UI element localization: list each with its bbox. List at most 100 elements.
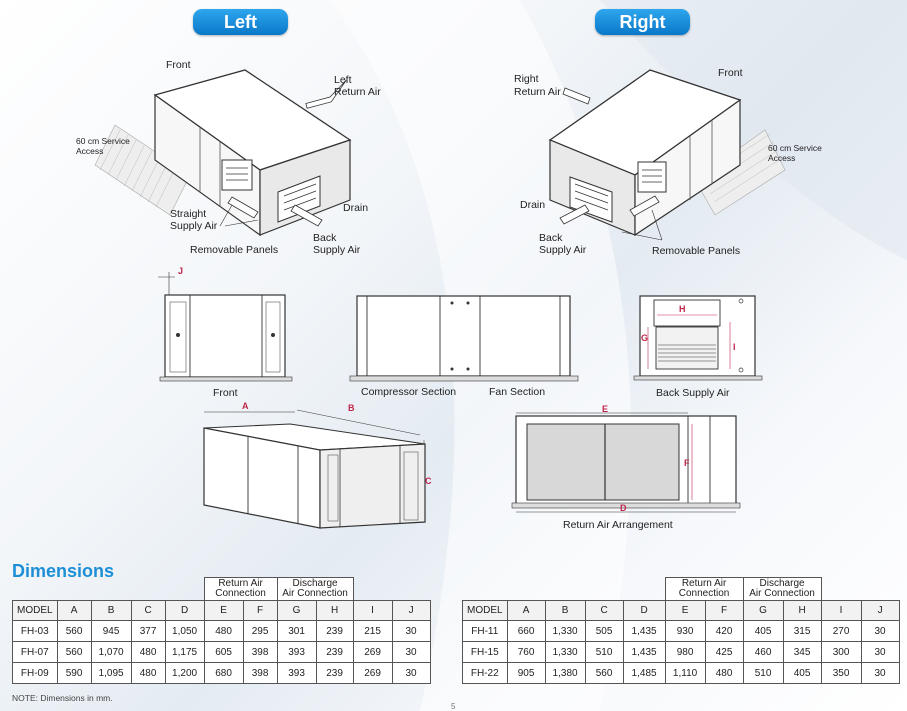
table-cell: 30 <box>391 641 431 663</box>
table-cell: 760 <box>506 641 546 663</box>
table-cell: F <box>704 600 744 621</box>
table-cell: 398 <box>242 641 278 663</box>
table-cell: 945 <box>90 620 132 642</box>
table-cell: 345 <box>782 641 822 663</box>
orthographic-views <box>158 272 763 382</box>
table-cell: E <box>664 600 706 621</box>
table-cell: I <box>820 600 862 621</box>
table-cell: H <box>315 600 354 621</box>
dimensions-note: NOTE: Dimensions in mm. <box>12 693 113 703</box>
dim-label-d: D <box>620 503 627 513</box>
table-cell: 350 <box>820 662 862 684</box>
table-cell: 1,435 <box>622 620 666 642</box>
table-cell: H <box>782 600 822 621</box>
table-cell: 30 <box>391 620 431 642</box>
dimensions-title: Dimensions <box>12 561 115 581</box>
table-cell: 460 <box>742 641 784 663</box>
table-cell: 1,175 <box>164 641 205 663</box>
table-cell: FH-09 <box>12 662 58 684</box>
table-cell: 425 <box>704 641 744 663</box>
table-cell: C <box>584 600 624 621</box>
table-cell: 660 <box>506 620 546 642</box>
table-cell: G <box>742 600 784 621</box>
table-cell: 393 <box>276 662 317 684</box>
table-cell: 505 <box>584 620 624 642</box>
table-cell: FH-15 <box>462 641 508 663</box>
table-cell: 405 <box>782 662 822 684</box>
dim-label-i: I <box>733 342 736 352</box>
left-back-supply-line2: Supply Air <box>313 244 361 256</box>
left-drain-label: Drain <box>343 202 369 214</box>
table-cell: F <box>242 600 278 621</box>
left-front-label: Front <box>166 59 191 71</box>
table-cell: 30 <box>860 641 900 663</box>
table-cell: B <box>544 600 586 621</box>
table-cell: 300 <box>820 641 862 663</box>
table-cell: 480 <box>203 620 244 642</box>
right-service-line1: 60 cm Service <box>768 143 822 153</box>
dim-label-h-top: H <box>679 304 686 314</box>
table-cell: C <box>130 600 166 621</box>
table-cell: FH-22 <box>462 662 508 684</box>
table-cell: FH-07 <box>12 641 58 663</box>
right-removable-panels-label: Removable Panels <box>652 245 741 257</box>
left-return-air-line2: Return Air <box>334 86 381 98</box>
table-cell: 680 <box>203 662 244 684</box>
dim-label-a: A <box>242 401 249 411</box>
table-cell: 930 <box>664 620 706 642</box>
table-cell: 269 <box>352 641 393 663</box>
table-cell: 480 <box>704 662 744 684</box>
table-cell: J <box>391 600 431 621</box>
table-cell: 405 <box>742 620 784 642</box>
fan-section-label: Fan Section <box>489 386 546 398</box>
table-cell: 1,200 <box>164 662 205 684</box>
table-cell: FH-11 <box>462 620 508 642</box>
table-cell: 510 <box>742 662 784 684</box>
table-cell: 295 <box>242 620 278 642</box>
table-cell: 30 <box>860 662 900 684</box>
left-back-supply-line1: Back <box>313 232 337 244</box>
table-cell: 480 <box>130 641 166 663</box>
table-cell: 393 <box>276 641 317 663</box>
table-cell: FH-03 <box>12 620 58 642</box>
left-straight-supply-line2: Supply Air <box>170 220 218 232</box>
dim-label-j: J <box>178 266 184 276</box>
table-cell: 398 <box>242 662 278 684</box>
table-cell: 269 <box>352 662 393 684</box>
table-cell: 1,110 <box>664 662 706 684</box>
dim-label-c: C <box>425 476 432 486</box>
compressor-section-label: Compressor Section <box>361 386 457 398</box>
left-removable-panels-label: Removable Panels <box>190 244 279 256</box>
table-cell: 301 <box>276 620 317 642</box>
table-cell: 605 <box>203 641 244 663</box>
table-cell: 590 <box>56 662 92 684</box>
table-cell: 905 <box>506 662 546 684</box>
left-unit-drawing <box>94 69 352 237</box>
dim-label-e: E <box>602 404 609 414</box>
table-cell: E <box>203 600 244 621</box>
table-cell: D <box>622 600 666 621</box>
dim-label-g: G <box>641 333 649 343</box>
return-air-arrangement-label: Return Air Arrangement <box>563 519 673 531</box>
left-header: Left <box>193 9 288 35</box>
table-cell: D <box>164 600 205 621</box>
table-cell: B <box>90 600 132 621</box>
table-cell: 377 <box>130 620 166 642</box>
table-cell: 420 <box>704 620 744 642</box>
dim-label-b: B <box>348 403 355 413</box>
table-cell: 1,380 <box>544 662 586 684</box>
table-cell: 270 <box>820 620 862 642</box>
right-header: Right <box>595 9 690 35</box>
right-return-air-line1: Right <box>514 73 539 85</box>
table-cell: 239 <box>315 662 354 684</box>
table-cell: 510 <box>584 641 624 663</box>
dim-label-f: F <box>684 458 690 468</box>
